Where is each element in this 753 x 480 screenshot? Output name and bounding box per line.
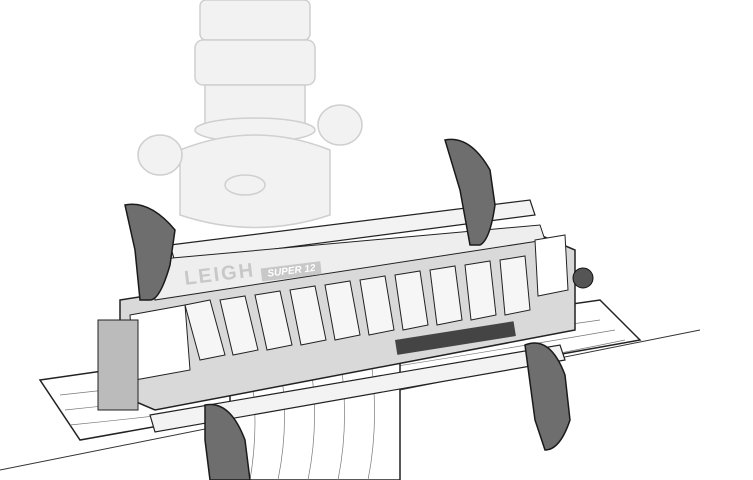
right-knob-icon[interactable] — [572, 267, 594, 289]
slot — [395, 321, 516, 355]
right-scale — [534, 234, 569, 297]
left-end-plate — [97, 319, 139, 411]
clamp-handle-rear-left[interactable] — [124, 203, 176, 301]
clamp-handle-rear-right[interactable] — [444, 138, 496, 246]
finger-assembly — [184, 255, 531, 361]
clamp-handle-front-right[interactable] — [524, 342, 571, 451]
rear-bar — [169, 199, 536, 263]
left-scale — [129, 304, 191, 381]
router-ghost — [137, 0, 363, 229]
front-bar — [149, 344, 566, 433]
clamp-handle-front-left[interactable] — [204, 403, 251, 480]
